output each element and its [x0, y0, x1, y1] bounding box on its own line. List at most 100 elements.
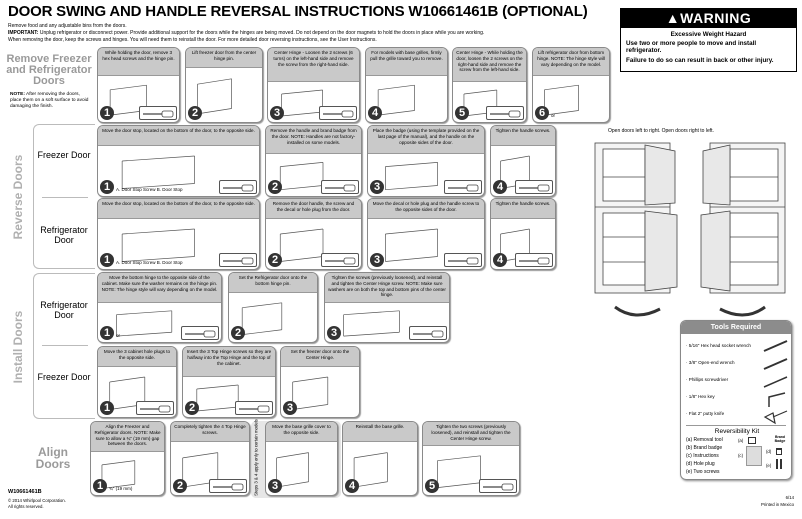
step-number: 3 — [268, 479, 282, 493]
step-instruction: Move the door stop, located on the botto… — [98, 199, 259, 219]
divider — [686, 425, 786, 426]
screwdriver-icon — [409, 326, 447, 340]
step-panel-reverse-refrigerator-1: Move the door stop, located on the botto… — [97, 198, 260, 270]
screwdriver-icon — [136, 401, 174, 415]
screwdriver-icon — [209, 479, 247, 493]
screwdriver-icon — [139, 106, 177, 120]
step-panel-install-freezer-3: Set the freezer door onto the Center Hin… — [280, 346, 360, 418]
step-panel-align-4: Reinstall the base grille. 4 — [342, 421, 418, 496]
step-panel-remove-5: Center Hinge - While holding the door, l… — [452, 47, 527, 123]
step-instruction: Tighten the handle screws. — [491, 199, 555, 219]
intro-block: Remove food and any adjustable bins from… — [8, 23, 608, 44]
kit-item: (c) Instructions — [686, 453, 719, 459]
reverse-section-title: Reverse Doors — [11, 154, 25, 240]
step-number: 1 — [100, 106, 114, 120]
step-instruction: Move the base grille cover to the opposi… — [266, 422, 337, 442]
step-caption: A. Door Stop Screw B. Door Stop — [116, 187, 183, 192]
kit-item: (a) Removal tool — [686, 437, 723, 443]
step-instruction: Remove the handle and brand badge from t… — [266, 126, 361, 154]
step-panel-align-1: Align the Freezer and Refrigerator doors… — [90, 421, 165, 496]
step-instruction: For models with base grilles, firmly pul… — [366, 48, 447, 76]
install-freezer-label: Freezer Door — [37, 372, 91, 382]
remove-note: NOTE: After removing the doors, place th… — [10, 92, 90, 110]
page-title: DOOR SWING AND HANDLE REVERSAL INSTRUCTI… — [8, 3, 588, 20]
reverse-refrigerator-label: Refrigerator Door — [40, 225, 88, 245]
warning-line-1: Use two or more people to move and insta… — [626, 40, 757, 54]
step-panel-align-3: Move the base grille cover to the opposi… — [265, 421, 338, 496]
tools-header: Tools Required — [681, 321, 791, 334]
refrigerator-illustrations — [594, 142, 786, 317]
important-text: Unplug refrigerator or disconnect power.… — [38, 30, 485, 36]
remove-section-title: Remove Freezer and Refrigerator Doors — [6, 53, 92, 87]
step-illustration — [423, 446, 519, 495]
tool-item: · Flat 2" putty knife — [686, 411, 725, 416]
open-doors-caption: Open doors left to right. Open doors rig… — [608, 128, 714, 134]
step-caption: A. Door Stop Screw B. Door Stop — [116, 260, 183, 265]
step-illustration — [186, 68, 262, 122]
step-instruction: Reinstall the base grille. — [343, 422, 417, 442]
important-label: IMPORTANT: — [8, 30, 39, 36]
kit-label-e: (e) — [766, 463, 772, 468]
step-panel-align-2: Completely tighten the 4 Top Hinge screw… — [170, 421, 250, 496]
screwdriver-icon — [321, 253, 359, 267]
hex-key-icon — [768, 392, 786, 407]
step-instruction: Tighten the screws (previously loosened)… — [325, 273, 449, 303]
kit-item: (d) Hole plug — [686, 461, 715, 467]
print-date: 6/14 — [785, 495, 794, 500]
step-illustration — [281, 367, 359, 417]
step-instruction: Insert the 3 Top Hinge screws so they ar… — [183, 347, 275, 377]
step-panel-install-refrigerator-1: Move the bottom hinge to the opposite si… — [97, 272, 222, 343]
warning-header-text: WARNING — [680, 10, 752, 26]
step-instruction: Center Hinge - Loosen the 2 screws (6 tu… — [268, 48, 359, 82]
install-refrigerator-label: Refrigerator Door — [40, 300, 88, 320]
step-panel-install-freezer-1: Move the 3 cabinet hole plugs to the opp… — [97, 346, 177, 418]
screwdriver-icon — [479, 479, 517, 493]
step-illustration: or — [533, 76, 609, 122]
screwdriver-icon — [515, 180, 553, 194]
step-drawing — [544, 84, 579, 116]
step-number: 1 — [100, 401, 114, 415]
step-drawing — [121, 228, 195, 262]
note-text: After removing the doors, place them on … — [10, 92, 89, 109]
step-instruction: Set the Refrigerator door onto the botto… — [229, 273, 317, 293]
warning-line-2: Failure to do so can result in back or o… — [626, 57, 774, 64]
step-panel-remove-6: Lift refrigerator door from bottom hinge… — [532, 47, 610, 123]
putty-knife-icon — [763, 410, 788, 425]
step-number: 3 — [370, 180, 384, 194]
screws-icon — [776, 459, 782, 469]
step-illustration — [368, 154, 484, 196]
step-drawing — [279, 228, 324, 262]
step-number: 2 — [268, 180, 282, 194]
kit-title: Reversibility Kit — [714, 428, 760, 435]
screwdriver-icon — [219, 180, 257, 194]
step-number: 4 — [493, 253, 507, 267]
part-number: W10661461B — [8, 489, 42, 495]
kit-item: (e) Two screws — [686, 469, 720, 475]
step-illustration — [229, 293, 317, 342]
swing-arrow-icon — [614, 305, 661, 317]
step-number: 1 — [93, 479, 107, 493]
warning-header: ▲WARNING — [621, 9, 796, 28]
intro-important: IMPORTANT: Unplug refrigerator or discon… — [8, 30, 608, 36]
step-instruction: Lift freezer door from the center hinge … — [186, 48, 262, 68]
step-drawing — [121, 155, 195, 189]
divider — [42, 345, 88, 346]
step-illustration — [325, 303, 449, 342]
step-panel-reverse-refrigerator-3: Move the decal or hole plug and the hand… — [367, 198, 485, 270]
step-panel-install-refrigerator-3: Tighten the screws (previously loosened)… — [324, 272, 450, 343]
step-illustration: A. Door Stop Screw B. Door Stop — [98, 219, 259, 269]
align-section-title: Align Doors — [35, 445, 71, 471]
step-drawing — [241, 302, 283, 335]
step-number: 1 — [100, 326, 114, 340]
step-panel-remove-2: Lift freezer door from the center hinge … — [185, 47, 263, 123]
tool-item: · Phillips screwdriver — [686, 377, 729, 382]
screwdriver-icon — [219, 253, 257, 267]
step-number: 6 — [535, 106, 549, 120]
step-instruction: Tighten the handle screws. — [491, 126, 555, 146]
step-number: 4 — [493, 180, 507, 194]
step-drawing — [385, 228, 438, 262]
step-caption: ¾" (19 mm) — [109, 486, 133, 491]
step-instruction: Set the freezer door onto the Center Hin… — [281, 347, 359, 367]
screwdriver-icon — [181, 326, 219, 340]
screwdriver-icon — [235, 401, 273, 415]
